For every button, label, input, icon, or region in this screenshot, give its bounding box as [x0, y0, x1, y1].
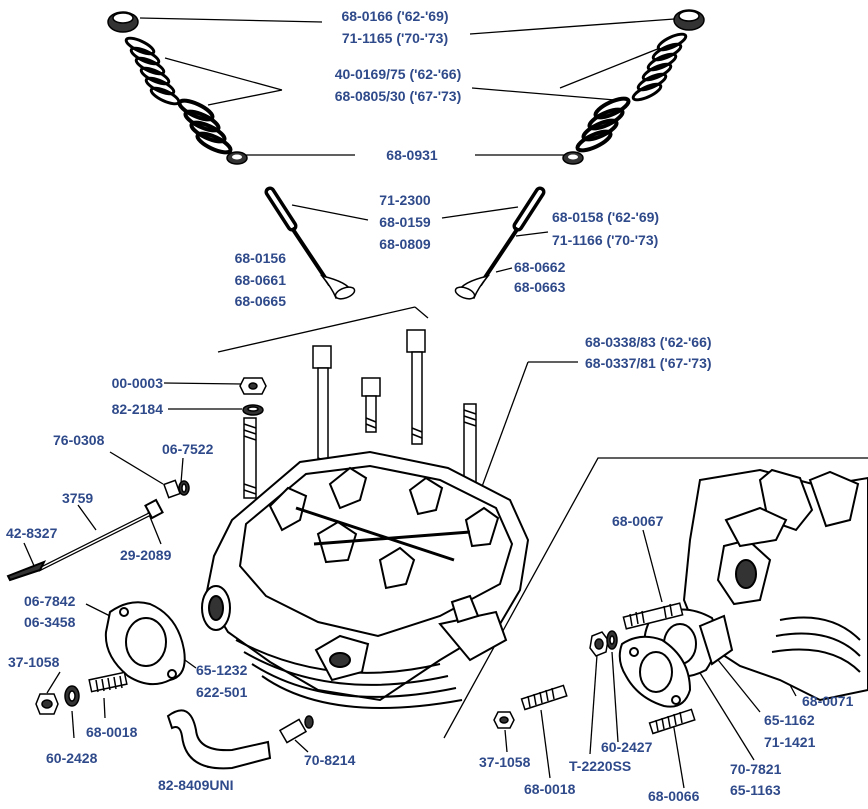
label-guide-a: 71-2300	[379, 192, 431, 208]
label-spring-outer: 40-0169/75 ('62-'66)	[335, 66, 462, 82]
label-head-a: 68-0338/83 ('62-'66)	[585, 334, 712, 350]
valve-guide-right	[512, 186, 546, 232]
label-fitting: 70-8214	[304, 752, 356, 768]
label-head-b: 68-0337/81 ('67-'73)	[585, 355, 712, 371]
valve-spring-outer-right	[631, 32, 688, 102]
label-stud-inset: 68-0067	[612, 513, 664, 529]
valve-spring-outer-left	[124, 36, 181, 106]
label-gasket-a: 06-7842	[24, 593, 76, 609]
inset-washer	[606, 630, 618, 650]
label-manifold-a: 65-1162	[764, 712, 815, 728]
valve-guide-left	[264, 186, 298, 232]
label-intake-valve-b: 68-0661	[235, 272, 287, 288]
label-oil-pipe: 3759	[62, 490, 93, 506]
valve-cap-left	[107, 11, 139, 33]
spring-washer-right	[562, 151, 584, 165]
label-flange-b: 622-501	[196, 684, 248, 700]
label-spring-inner: 68-0805/30 ('67-'73)	[335, 88, 462, 104]
inset-nut	[589, 631, 609, 657]
label-head-inset: 68-0071	[802, 693, 854, 709]
head-nut	[239, 377, 267, 395]
label-hose: 82-8409UNI	[158, 777, 234, 793]
label-adapter-b: 65-1163	[730, 782, 781, 798]
label-stud-inset-c: 68-0066	[648, 788, 700, 804]
label-valve-cap-late: 71-1165 ('70-'73)	[342, 30, 448, 46]
label-gasket-b: 06-3458	[24, 614, 76, 630]
label-manifold-b: 71-1421	[764, 734, 816, 750]
oil-pipe	[6, 498, 164, 582]
label-nut: 00-0003	[112, 375, 164, 391]
label-nut-left: 37-1058	[8, 654, 60, 670]
label-washer-inset: 60-2427	[601, 739, 653, 755]
label-guide-c: 68-0809	[379, 236, 431, 252]
spring-washer-left	[226, 151, 248, 165]
label-union: 29-2089	[120, 547, 172, 563]
cylinder-head	[201, 450, 530, 709]
label-intake-valve-a: 68-0156	[235, 250, 287, 266]
inset-stud-lower	[520, 684, 568, 711]
label-guide-right-b: 71-1166 ('70-'73)	[552, 232, 658, 248]
label-pipe-end: 42-8327	[6, 525, 58, 541]
inset-gasket	[618, 635, 692, 708]
exhaust-valve	[454, 226, 520, 300]
inset-short-stud	[648, 708, 696, 735]
label-stud-inset-b: 68-0018	[524, 781, 576, 797]
head-stud-right	[463, 403, 477, 487]
inset-long-stud	[622, 602, 684, 630]
exhaust-stud-left	[88, 671, 128, 693]
label-flange-a: 65-1232	[196, 662, 248, 678]
label-nut-inset: 37-1058	[479, 754, 531, 770]
label-exhaust-valve-a: 68-0662	[514, 259, 566, 275]
label-valve-cap: 68-0166 ('62-'69)	[341, 8, 448, 24]
label-banjo-washer: 06-7522	[162, 441, 214, 457]
valve-spring-inner-right	[575, 96, 631, 153]
label-exhaust-valve-b: 68-0663	[514, 279, 566, 295]
label-guide-b: 68-0159	[379, 214, 431, 230]
label-banjo: 76-0308	[53, 432, 105, 448]
intake-valve	[290, 226, 356, 300]
head-stud-left	[243, 417, 257, 499]
part-labels: 68-0166 ('62-'69) 71-1165 ('70-'73) 40-0…	[6, 8, 854, 804]
exhaust-flange-gasket	[104, 601, 186, 686]
exhaust-washer-left	[64, 685, 80, 707]
oil-hose	[166, 709, 272, 770]
label-washer: 82-2184	[112, 401, 164, 417]
label-stud-left: 68-0018	[86, 724, 138, 740]
valve-spring-inner-left	[177, 98, 233, 155]
banjo-fitting	[163, 479, 190, 499]
label-guide-right-a: 68-0158 ('62-'69)	[552, 209, 659, 225]
valve-cap-right	[673, 9, 705, 31]
label-spring-washer: 68-0931	[386, 147, 438, 163]
exhaust-nut-left	[35, 693, 59, 715]
inset-nut-lower	[493, 711, 515, 729]
label-adapter-a: 70-7821	[730, 761, 782, 777]
label-intake-valve-c: 68-0665	[235, 293, 287, 309]
hose-fitting	[278, 715, 314, 744]
head-bolt-short	[361, 377, 381, 433]
label-washer-left: 60-2428	[46, 750, 98, 766]
label-tool: T-2220SS	[569, 758, 631, 774]
head-washer	[242, 404, 264, 416]
head-bolt-center	[406, 329, 426, 445]
